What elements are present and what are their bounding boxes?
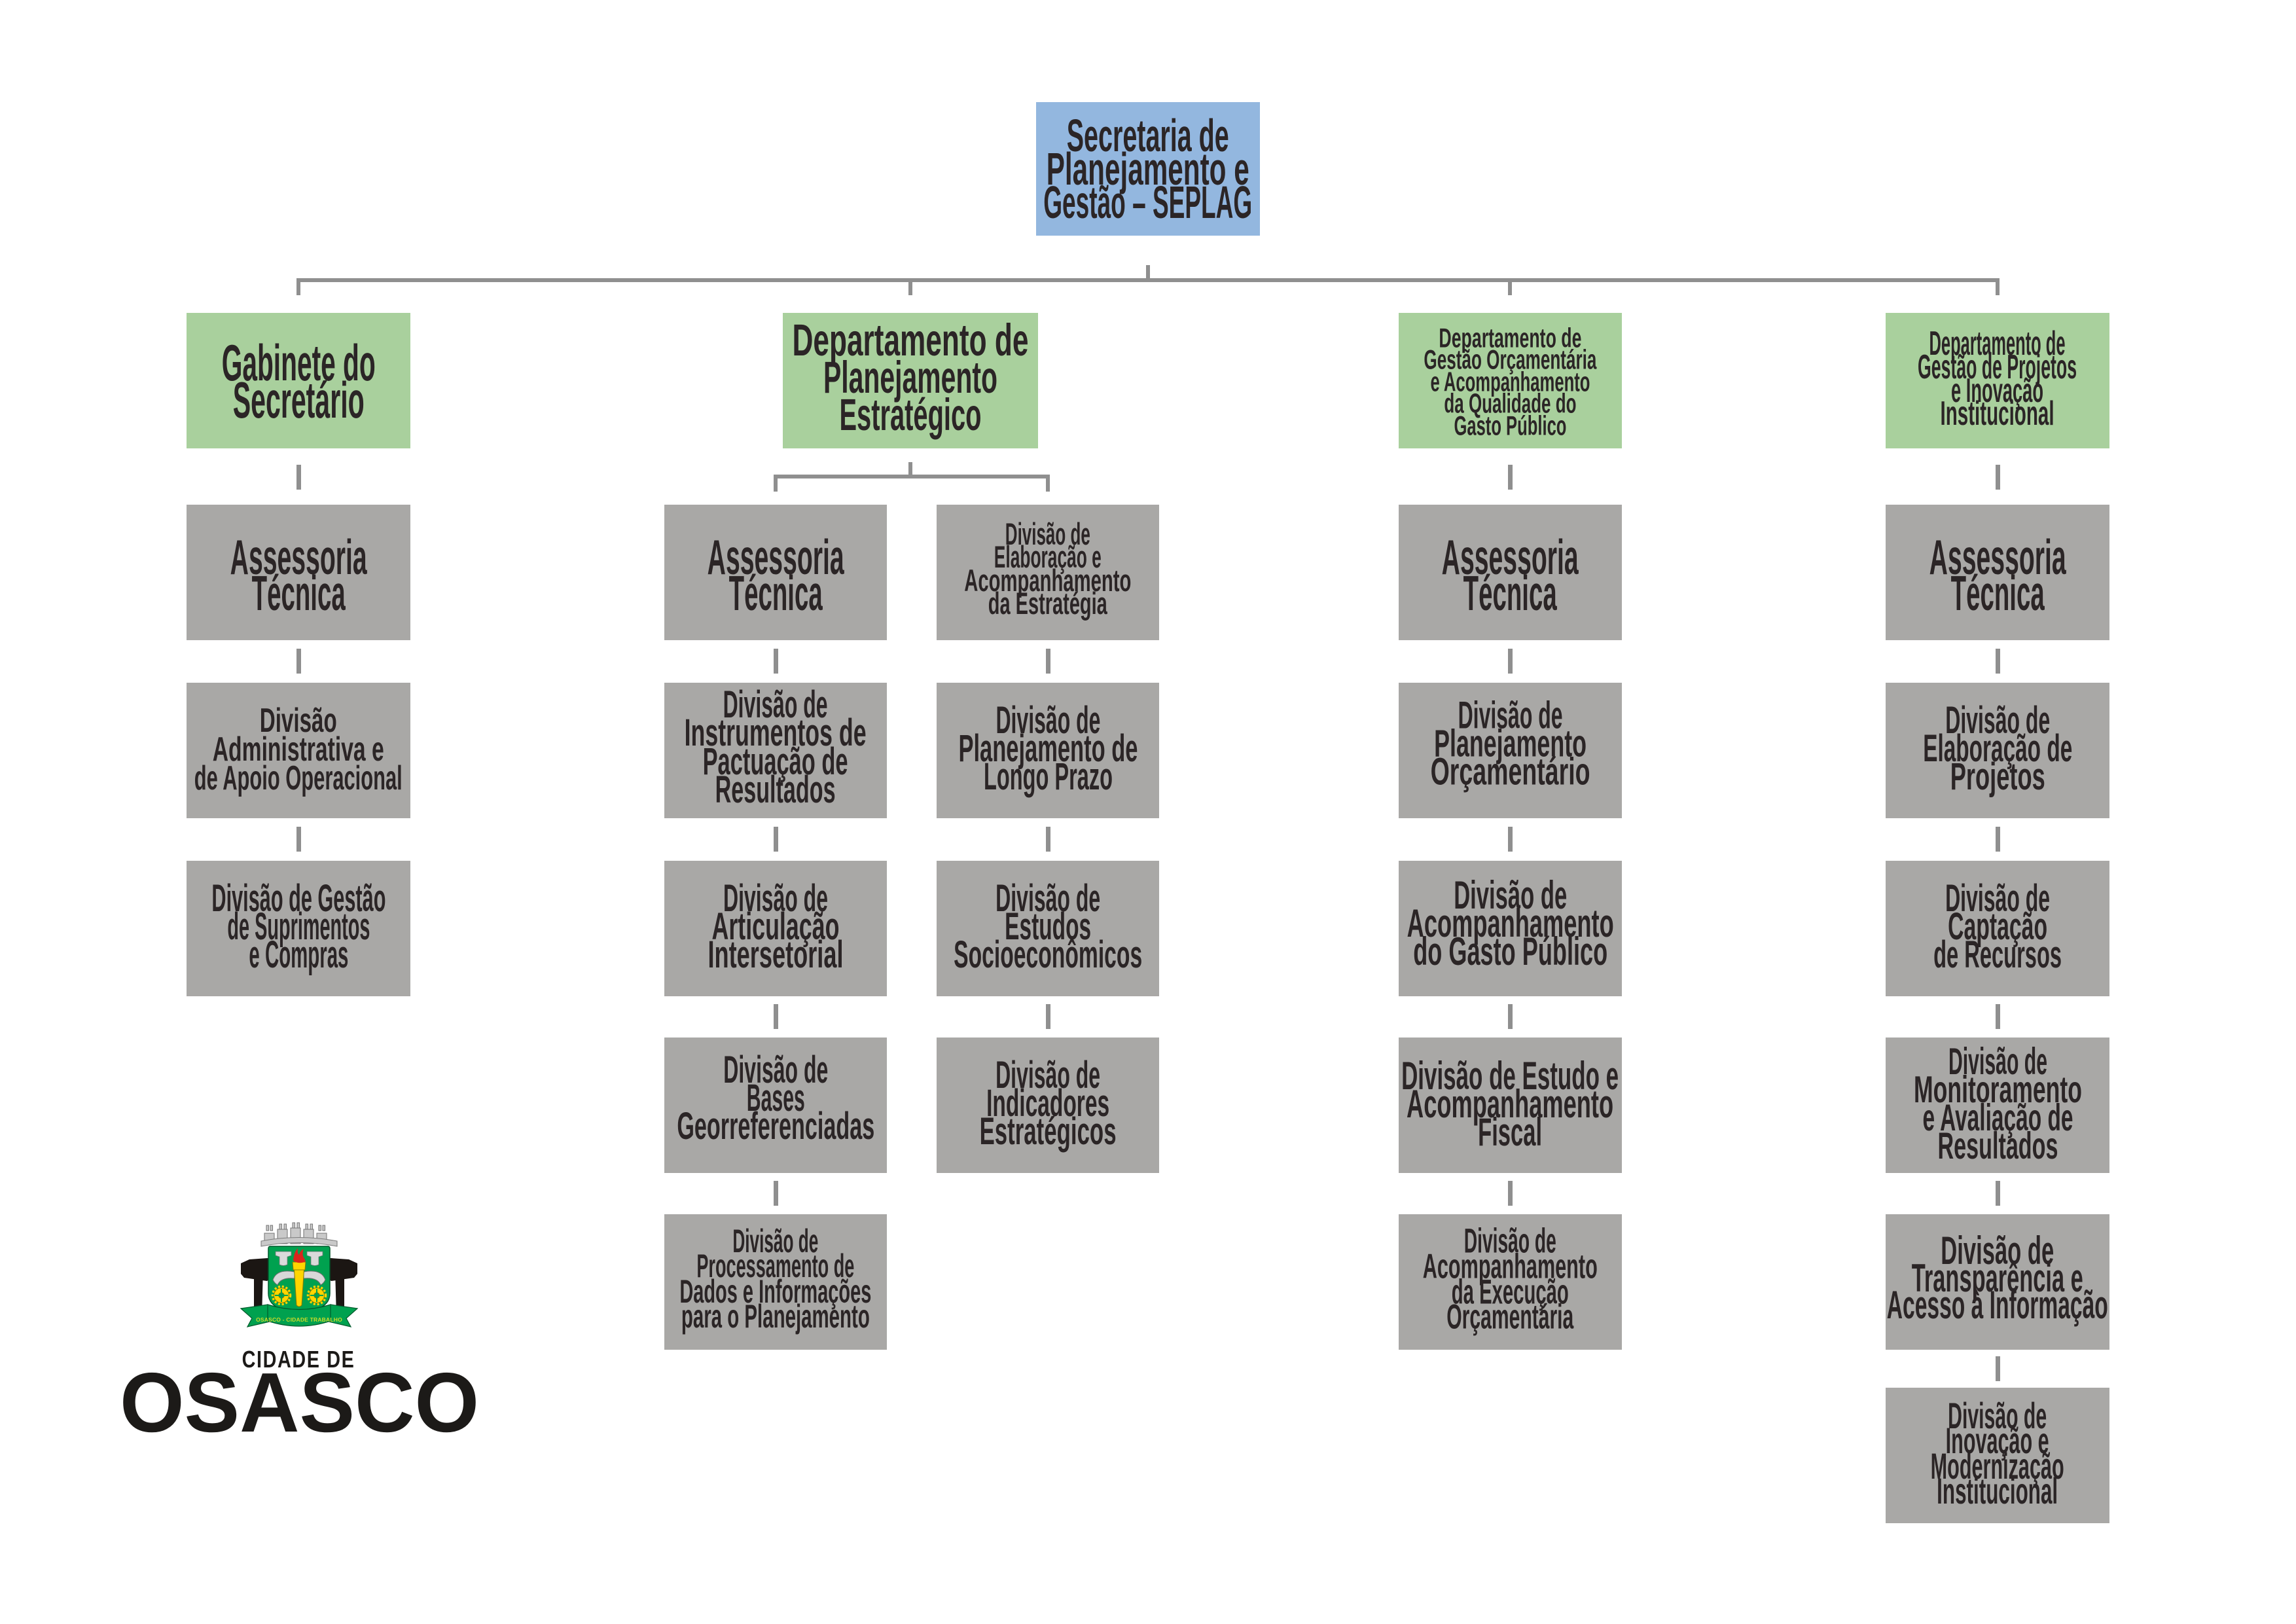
svg-text:OSASCO - CIDADE TRABALHO: OSASCO - CIDADE TRABALHO <box>256 1316 342 1323</box>
